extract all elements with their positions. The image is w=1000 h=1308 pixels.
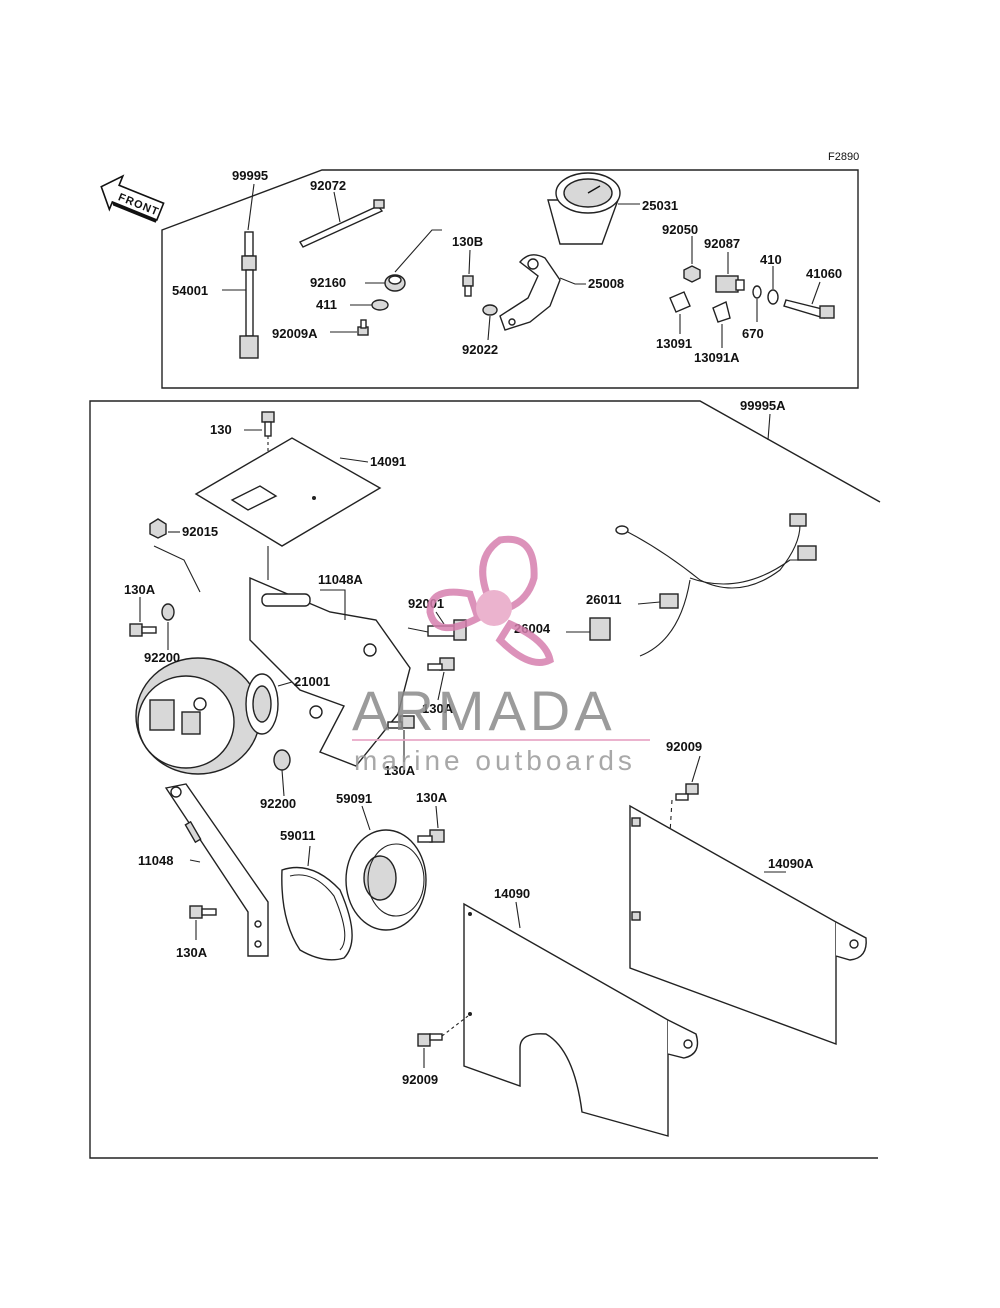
watermark-tagline: marine outboards: [354, 745, 636, 776]
label-130a-3: 130A: [384, 763, 416, 778]
bolt: [427, 657, 455, 671]
mounting-plate: [194, 437, 382, 547]
label-14090a: 14090A: [768, 856, 814, 871]
connector: [589, 617, 611, 641]
screw: [675, 783, 699, 801]
sender-unit: [783, 299, 835, 319]
washer: [482, 304, 498, 316]
label-92015: 92015: [182, 524, 218, 539]
washer: [371, 299, 389, 311]
grommet: [384, 274, 406, 292]
screw: [357, 319, 369, 336]
label-11048: 11048: [138, 853, 173, 868]
front-arrow-icon: FRONT: [100, 174, 165, 223]
speedometer-gauge: [547, 172, 621, 245]
side-cover: [629, 804, 867, 1046]
label-92022: 92022: [462, 342, 498, 357]
top-frame: [161, 169, 859, 389]
front-cover: [463, 902, 699, 1137]
label-130b: 130B: [452, 234, 483, 249]
screw: [417, 1033, 443, 1047]
bolt: [387, 715, 415, 729]
wiring-harness: [615, 513, 817, 657]
label-92200-2: 92200: [260, 796, 296, 811]
nut: [683, 265, 701, 283]
label-130a-5: 130A: [176, 945, 208, 960]
label-99995: 99995: [232, 168, 268, 183]
bolt: [417, 829, 445, 843]
label-59091: 59091: [336, 791, 372, 806]
bolt: [462, 275, 474, 297]
label-25008: 25008: [588, 276, 624, 291]
bolt: [129, 623, 157, 637]
label-41060: 41060: [806, 266, 842, 281]
watermark-brand: ARMADA: [352, 679, 616, 742]
cable-tie: [298, 199, 385, 248]
label-92160: 92160: [310, 275, 346, 290]
label-92009-2: 92009: [402, 1072, 438, 1087]
armada-logo: ARMADA marine outboards: [352, 535, 650, 776]
speedometer-cable: [239, 231, 259, 359]
label-411: 411: [316, 297, 337, 312]
clip: [712, 301, 731, 323]
label-14090: 14090: [494, 886, 530, 901]
pulley: [345, 829, 427, 931]
label-92087: 92087: [704, 236, 740, 251]
label-92009a: 92009A: [272, 326, 318, 341]
label-25031: 25031: [642, 198, 678, 213]
figure-code: F2890: [828, 151, 859, 163]
label-410: 410: [760, 252, 782, 267]
label-26011: 26011: [586, 592, 621, 607]
label-130: 130: [210, 422, 232, 437]
label-92200-1: 92200: [144, 650, 180, 665]
washer: [161, 603, 175, 621]
label-11048a: 11048A: [318, 572, 363, 587]
label-130a-2: 130A: [422, 701, 454, 716]
nut: [149, 518, 167, 539]
alternator: [135, 657, 279, 775]
label-92050: 92050: [662, 222, 698, 237]
alternator-bracket: [249, 576, 411, 767]
propeller-icon: [426, 535, 554, 666]
label-13091a: 13091A: [694, 350, 740, 365]
label-130a-4: 130A: [416, 790, 448, 805]
label-59011: 59011: [280, 828, 315, 843]
bottom-frame: [89, 400, 881, 1159]
adjusting-bar: [164, 783, 269, 957]
label-13091: 13091: [656, 336, 692, 351]
bolt: [261, 411, 275, 437]
washer: [273, 749, 291, 771]
meter-bracket: [499, 254, 561, 331]
label-92072: 92072: [310, 178, 346, 193]
label-54001: 54001: [172, 283, 208, 298]
bolt: [189, 905, 217, 919]
label-670: 670: [742, 326, 764, 341]
clip: [669, 291, 691, 313]
o-ring: [767, 289, 779, 305]
drive-belt: [281, 866, 353, 961]
fitting: [715, 275, 745, 293]
label-130a-1: 130A: [124, 582, 156, 597]
label-92009-1: 92009: [666, 739, 702, 754]
label-21001: 21001: [294, 674, 330, 689]
label-14091: 14091: [370, 454, 406, 469]
label-99995a: 99995A: [740, 398, 786, 413]
o-ring: [752, 285, 762, 299]
